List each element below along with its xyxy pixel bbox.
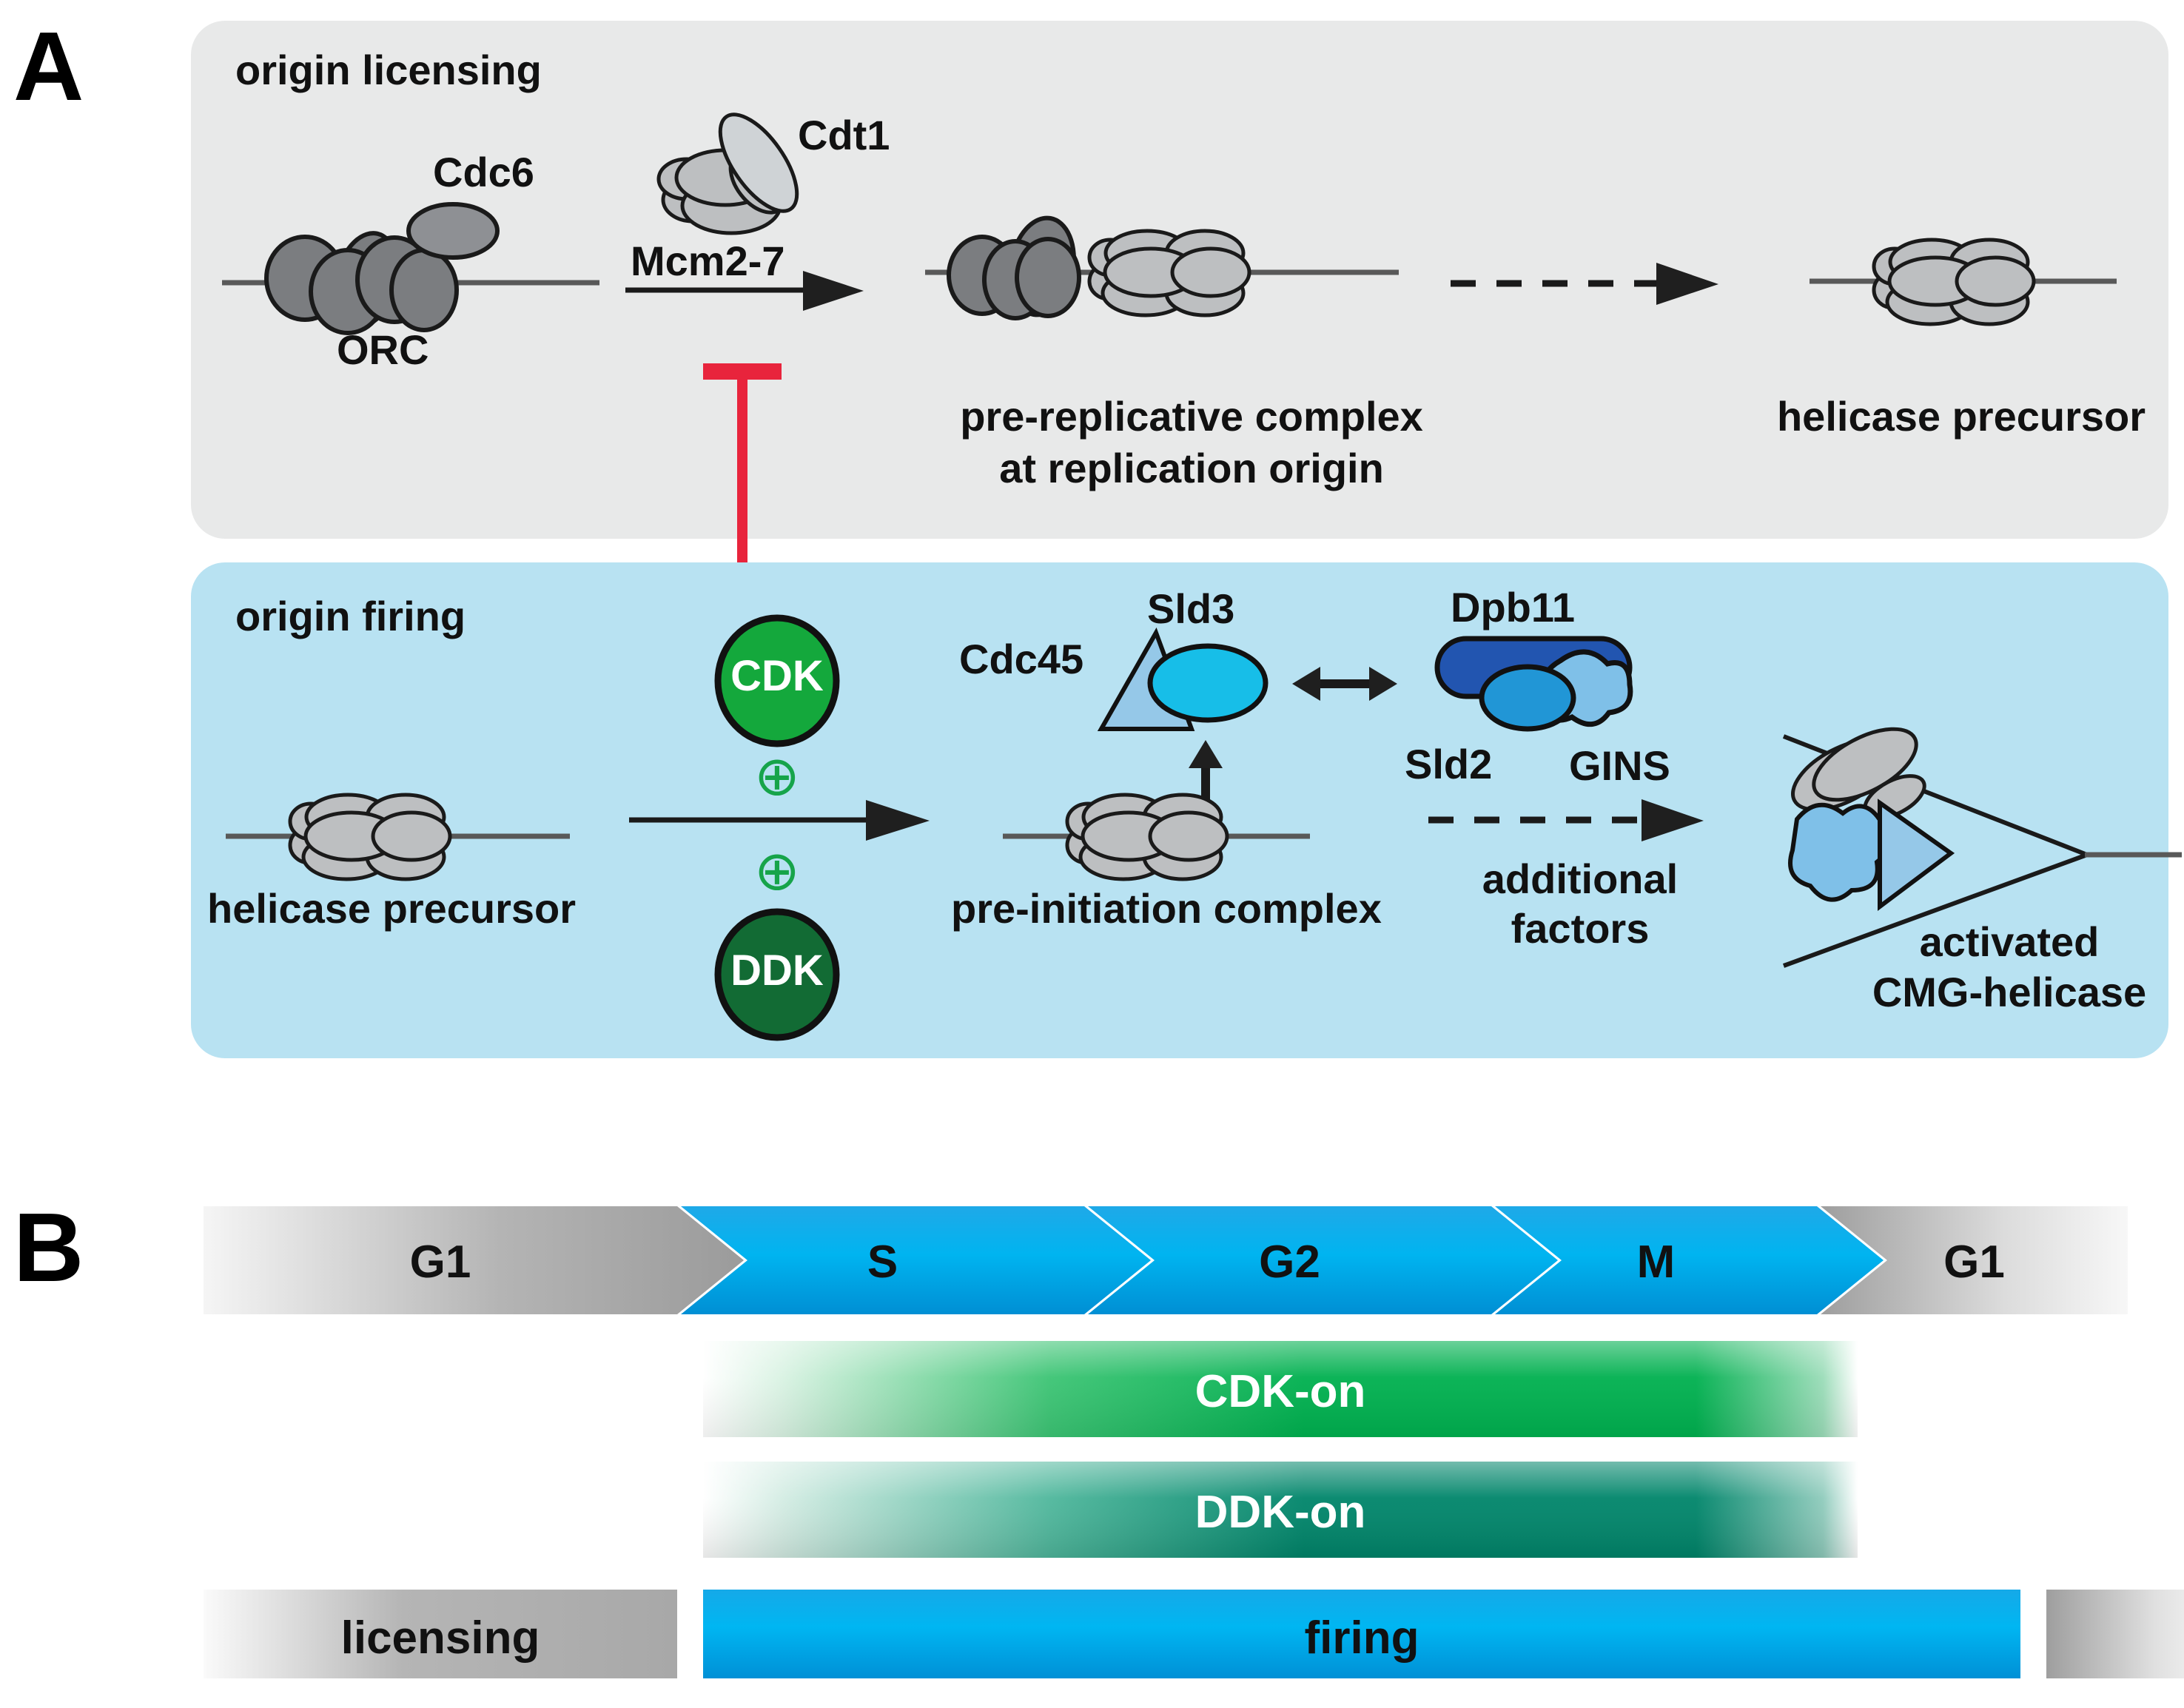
cdk-kinase-icon <box>714 614 840 747</box>
licensing-bar-label: licensing <box>340 1613 540 1664</box>
mcm2-7-label: Mcm2-7 <box>631 238 785 284</box>
phase-label-g1-end: G1 <box>1943 1237 2005 1288</box>
panel-a-letter: A <box>13 12 84 121</box>
sld2-label: Sld2 <box>1405 741 1493 787</box>
activated-cmg-label-line2: CMG-helicase <box>1872 969 2147 1015</box>
cdc45-label: Cdc45 <box>959 636 1084 682</box>
cdc45-sld3-icon <box>1097 627 1269 731</box>
ddk-kinase-icon <box>714 908 840 1041</box>
helicase-precursor-icon-top <box>1810 238 2117 326</box>
sld3-dpb11-interaction-arrow-icon <box>1292 667 1397 701</box>
cdt1-label: Cdt1 <box>798 112 890 158</box>
firing-bar-label: firing <box>1304 1613 1419 1664</box>
licensing-dashed-arrow-icon <box>1451 263 1718 305</box>
origin-firing-title: origin firing <box>235 593 466 639</box>
phase-label-m: M <box>1636 1237 1676 1288</box>
cdk-on-bar <box>703 1341 1858 1437</box>
phase-label-g1-start: G1 <box>409 1237 471 1288</box>
activated-cmg-label-line1: activated <box>1919 918 2100 965</box>
dpb11-label: Dpb11 <box>1451 584 1576 631</box>
plus-circle-icon-2: ⊕ <box>753 840 800 901</box>
pre-initiation-complex-label: pre-initiation complex <box>951 885 1382 932</box>
ddk-on-label: DDK-on <box>1195 1487 1366 1538</box>
activated-cmg-helicase-icon <box>1782 727 2182 968</box>
orc-label: ORC <box>337 326 429 373</box>
phase-label-g2: G2 <box>1259 1237 1320 1288</box>
pre-rc-label-line2: at replication origin <box>999 445 1384 491</box>
phase-label-s: S <box>867 1237 898 1288</box>
gins-label: GINS <box>1569 742 1670 789</box>
cdc6-label: Cdc6 <box>433 149 534 195</box>
orc-cdc6-complex-icon <box>222 202 599 335</box>
dpb11-sld2-gins-icon <box>1434 636 1633 732</box>
plus-circle-icon-1: ⊕ <box>753 745 800 807</box>
additional-factors-label-line1: additional <box>1482 855 1679 902</box>
pre-replicative-complex-icon <box>925 215 1399 320</box>
cdk-label: CDK <box>730 652 824 700</box>
helicase-precursor-icon-bottom <box>226 793 570 881</box>
firing-arrow-icon <box>629 800 930 841</box>
sld3-label: Sld3 <box>1147 585 1235 632</box>
licensing-arrow-1-icon <box>625 271 864 311</box>
ddk-on-bar <box>703 1462 1858 1558</box>
additional-factors-label-line2: factors <box>1511 905 1650 952</box>
panel-b-letter: B <box>13 1193 84 1302</box>
origin-licensing-title: origin licensing <box>235 47 542 93</box>
mcm2-7-cdt1-complex-icon <box>656 112 799 235</box>
helicase-precursor-label-top: helicase precursor <box>1776 393 2146 440</box>
ddk-label: DDK <box>730 947 824 995</box>
pre-initiation-complex-icon <box>1003 793 1310 881</box>
cell-cycle-phase-row <box>204 1206 2128 1314</box>
firing-dashed-arrow-icon <box>1428 799 1704 841</box>
process-bar-row <box>204 1590 2184 1678</box>
helicase-precursor-label-bottom: helicase precursor <box>207 885 577 932</box>
cdk-on-label: CDK-on <box>1195 1366 1366 1417</box>
pre-rc-label-line1: pre-replicative complex <box>960 393 1423 440</box>
